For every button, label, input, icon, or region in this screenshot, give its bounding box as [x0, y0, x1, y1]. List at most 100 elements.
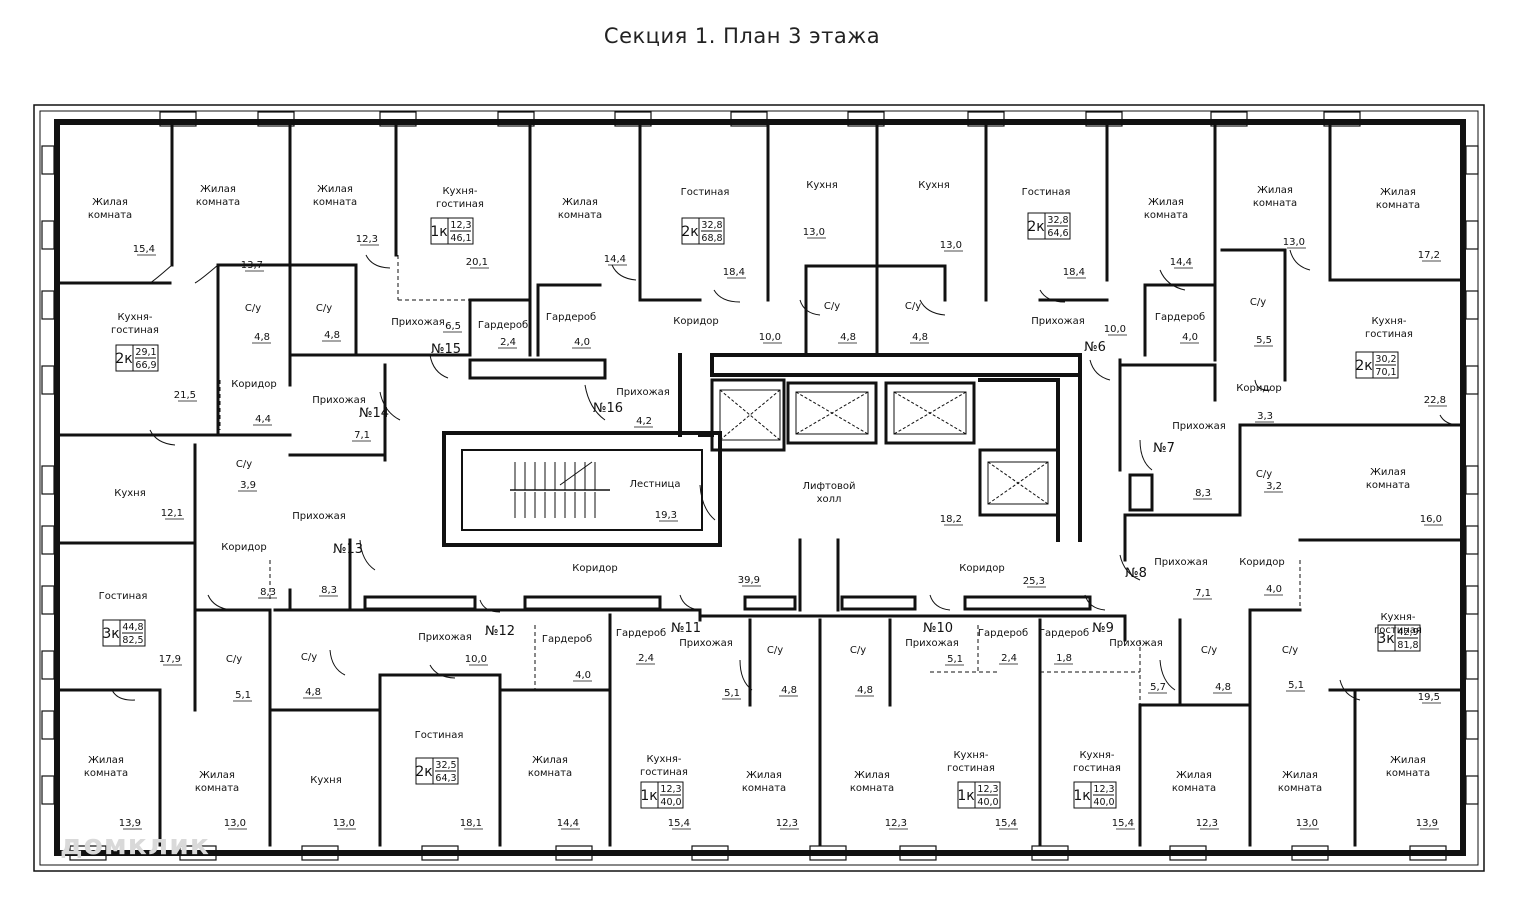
- room-area: 5,1: [947, 654, 963, 665]
- room-area: 2,4: [500, 337, 516, 348]
- apartment-total-area: 82,5: [122, 635, 143, 646]
- window-mark: [41, 775, 55, 805]
- window-mark: [41, 220, 55, 250]
- room-area: 4,0: [1266, 584, 1282, 595]
- lift-cross: [719, 389, 781, 441]
- room-name: Коридор: [1239, 557, 1284, 568]
- apartment-total-area: 46,1: [450, 233, 471, 244]
- stair-arrow: [559, 461, 593, 486]
- window-mark: [1465, 585, 1479, 615]
- apartment-tag-box: [1027, 212, 1071, 240]
- apartment-total-area: 64,6: [1047, 228, 1068, 239]
- window-mark: [41, 525, 55, 555]
- window-mark: [1291, 845, 1329, 861]
- thick-wall: [468, 358, 607, 380]
- room-name-line: комната: [1278, 783, 1322, 794]
- room-area: 5,7: [1150, 682, 1166, 693]
- window-mark: [1085, 111, 1123, 127]
- room-name-line: комната: [742, 783, 786, 794]
- room-area: 8,3: [260, 587, 276, 598]
- door-swing: [1089, 359, 1111, 381]
- apartment-number: №14: [359, 406, 389, 421]
- room-name-line: комната: [1172, 783, 1216, 794]
- room-name: Прихожая: [1154, 557, 1208, 568]
- room-area: 4,0: [574, 337, 590, 348]
- window-mark: [497, 111, 535, 127]
- window-mark: [1323, 111, 1361, 127]
- room-area: 5,5: [1256, 335, 1272, 346]
- room-area: 15,4: [995, 818, 1017, 829]
- room-name: Гардероб: [478, 320, 528, 331]
- room-area: 12,3: [776, 818, 798, 829]
- room-area: 13,0: [224, 818, 246, 829]
- room-area: 5,1: [235, 690, 251, 701]
- apartment-living-area: 32,5: [435, 760, 456, 771]
- apartment-living-area: 12,3: [450, 220, 471, 231]
- room-area: 6,5: [445, 321, 461, 332]
- door-swing: [929, 594, 951, 611]
- lift-cabin: [893, 391, 967, 435]
- room-name: С/у: [1201, 645, 1217, 656]
- apartment-tag-box: [430, 217, 474, 245]
- window-mark: [1465, 710, 1479, 740]
- window-mark: [1465, 525, 1479, 555]
- room-area: 8,3: [321, 585, 337, 596]
- apartment-living-area: 32,8: [1047, 215, 1068, 226]
- window-mark: [257, 111, 295, 127]
- room-name: С/у: [245, 303, 261, 314]
- room-name: Прихожая: [292, 511, 346, 522]
- plan-title: Секция 1. План 3 этажа: [603, 24, 881, 48]
- thick-wall: [523, 595, 662, 611]
- room-name: С/у: [1250, 297, 1266, 308]
- lift-shaft-3: [884, 381, 976, 445]
- room-area: 2,4: [638, 653, 654, 664]
- room-name: Гардероб: [616, 628, 666, 639]
- apartment-type: 3к: [102, 626, 119, 642]
- plan-details: [41, 111, 1479, 861]
- room-area: 4,8: [857, 685, 873, 696]
- room-area: 10,0: [759, 332, 781, 343]
- door-swing: [713, 289, 741, 303]
- room-name: Гостиная: [99, 591, 148, 602]
- apartment-total-area: 81,8: [1397, 640, 1418, 651]
- room-area: 17,2: [1418, 250, 1440, 261]
- window-mark: [730, 111, 768, 127]
- window-mark: [301, 845, 339, 861]
- room-area: 18,4: [723, 267, 745, 278]
- lift-cabin: [987, 461, 1049, 505]
- room-name: Кухня-гостиная: [1365, 316, 1413, 340]
- door-swing: [679, 594, 701, 611]
- apartment-living-area: 12,3: [660, 784, 681, 795]
- stair-core-inner: [461, 449, 703, 531]
- room-area: 13,0: [803, 227, 825, 238]
- room-area: 4,4: [255, 414, 271, 425]
- room-area: 13,0: [1296, 818, 1318, 829]
- stair-core: [442, 431, 722, 547]
- room-area: 20,1: [466, 257, 488, 268]
- window-mark: [614, 111, 652, 127]
- door-swing: [1289, 249, 1311, 271]
- apartment-total-area: 40,0: [660, 797, 681, 808]
- room-name-line: комната: [195, 783, 239, 794]
- room-area: 25,3: [1023, 576, 1045, 587]
- room-name: С/у: [226, 654, 242, 665]
- room-area: 13,0: [333, 818, 355, 829]
- window-mark: [379, 111, 417, 127]
- room-area: 3,3: [1257, 411, 1273, 422]
- room-name-line: Жилая: [532, 755, 568, 766]
- apartment-type: 1к: [640, 788, 657, 804]
- room-name: Гардероб: [1039, 628, 1089, 639]
- room-area: 13,0: [940, 240, 962, 251]
- apartment-living-area: 12,3: [977, 784, 998, 795]
- door-swing: [1439, 414, 1464, 426]
- room-area: 16,0: [1420, 514, 1442, 525]
- door-swing: [329, 649, 346, 676]
- room-area: 15,4: [668, 818, 690, 829]
- room-name: Коридор: [959, 563, 1004, 574]
- walls: [33, 104, 1485, 872]
- room-area: 12,3: [1196, 818, 1218, 829]
